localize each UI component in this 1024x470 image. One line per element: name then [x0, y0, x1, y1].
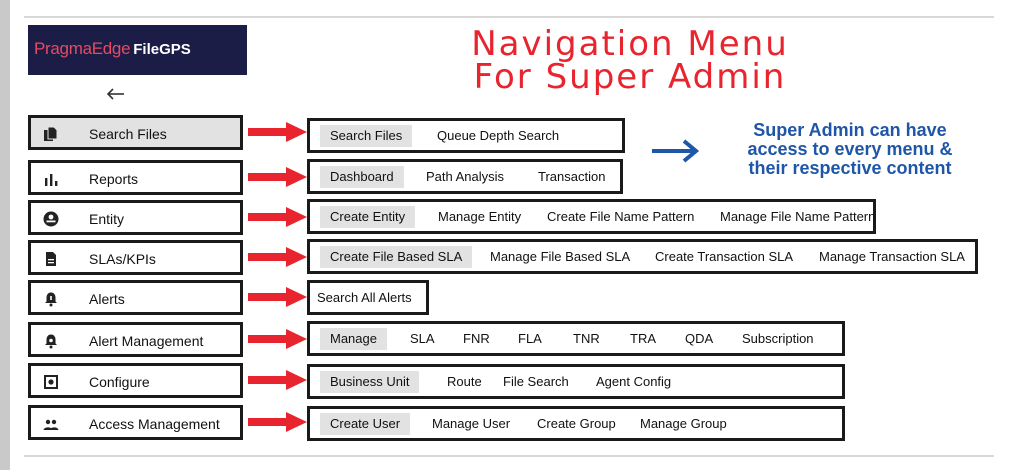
- menu-chip[interactable]: Search All Alerts: [317, 290, 412, 305]
- file-copy-icon: [44, 126, 58, 141]
- menu-chip[interactable]: Manage Group: [640, 416, 727, 431]
- sidebar-item-label: Alerts: [89, 291, 125, 307]
- menu-chip[interactable]: TRA: [630, 331, 656, 346]
- menu-chip[interactable]: Subscription: [742, 331, 814, 346]
- menu-chip[interactable]: TNR: [573, 331, 600, 346]
- right-arrow-icon: [652, 139, 700, 163]
- red-arrow-icon: [248, 287, 307, 307]
- group-icon: [43, 419, 59, 430]
- menu-chip[interactable]: Route: [447, 374, 482, 389]
- super-admin-note: Super Admin can have access to every men…: [705, 121, 995, 178]
- sidebar-item-label: Entity: [89, 211, 125, 227]
- menu-chip[interactable]: QDA: [685, 331, 714, 346]
- sidebar-item-alert-management[interactable]: Alert Management: [28, 322, 243, 357]
- red-arrow-icon: [248, 329, 307, 349]
- red-arrow-icon: [248, 207, 307, 227]
- menu-chip[interactable]: Path Analysis: [426, 169, 505, 184]
- bottom-divider: [24, 455, 994, 457]
- page-title: Navigation Menu For Super Admin: [380, 24, 880, 97]
- menu-chip[interactable]: Create Group: [537, 416, 616, 431]
- left-arrow-icon[interactable]: [100, 83, 130, 105]
- sidebar-item-search-files[interactable]: Search Files: [28, 115, 243, 150]
- sidebar-item-entity[interactable]: Entity: [28, 200, 243, 235]
- menu-chip[interactable]: Create Transaction SLA: [655, 249, 794, 264]
- menu-chip[interactable]: FLA: [518, 331, 542, 346]
- user-circle-icon: [43, 211, 59, 227]
- document-icon: [46, 252, 56, 266]
- sidebar-item-configure[interactable]: Configure: [28, 363, 243, 398]
- submenu-slas-kpis: Create File Based SLA Manage File Based …: [307, 239, 978, 274]
- menu-chip[interactable]: Create File Based SLA: [320, 246, 473, 268]
- submenu-entity: Create Entity Manage Entity Create File …: [307, 199, 876, 234]
- sidebar-item-label: Alert Management: [89, 333, 204, 349]
- menu-chip[interactable]: Manage: [320, 328, 387, 350]
- note-line-3: their respective content: [748, 158, 952, 178]
- menu-chip[interactable]: SLA: [410, 331, 435, 346]
- red-arrow-icon: [248, 167, 307, 187]
- red-arrow-icon: [248, 370, 307, 390]
- title-line-1: Navigation Menu: [471, 24, 789, 64]
- menu-chip[interactable]: Create File Name Pattern: [547, 209, 695, 224]
- menu-chip[interactable]: Dashboard: [320, 166, 404, 188]
- menu-chip[interactable]: Agent Config: [596, 374, 672, 389]
- submenu-search-files: Search Files Queue Depth Search: [307, 118, 625, 153]
- sidebar-item-alerts[interactable]: Alerts: [28, 280, 243, 315]
- menu-chip[interactable]: Transaction: [538, 169, 606, 184]
- red-arrow-icon: [248, 122, 307, 142]
- submenu-reports: Dashboard Path Analysis Transaction: [307, 159, 623, 194]
- menu-chip[interactable]: Create Entity: [320, 206, 416, 228]
- sidebar-item-slas-kpis[interactable]: SLAs/KPIs: [28, 240, 243, 275]
- sidebar-item-access-management[interactable]: Access Management: [28, 405, 243, 440]
- brand-name: PragmaEdge: [34, 39, 131, 58]
- note-line-1: Super Admin can have: [753, 120, 947, 140]
- brand-product: FileGPS: [133, 41, 191, 58]
- menu-chip[interactable]: Manage Entity: [438, 209, 522, 224]
- bar-chart-icon: [45, 174, 58, 186]
- left-frame-bar: [0, 0, 10, 470]
- sidebar-item-label: Access Management: [89, 416, 220, 432]
- sidebar-item-label: Search Files: [89, 126, 167, 142]
- menu-chip[interactable]: Manage File Based SLA: [490, 249, 631, 264]
- menu-chip[interactable]: Search Files: [320, 125, 413, 147]
- menu-chip[interactable]: Create User: [320, 413, 411, 435]
- menu-chip[interactable]: Manage Transaction SLA: [819, 249, 965, 264]
- settings-box-icon: [44, 375, 58, 389]
- menu-chip[interactable]: FNR: [463, 331, 490, 346]
- menu-chip[interactable]: Manage File Name Pattern: [720, 209, 876, 224]
- menu-chip[interactable]: Business Unit: [320, 371, 420, 393]
- note-line-2: access to every menu &: [747, 139, 953, 159]
- sidebar-item-label: SLAs/KPIs: [89, 251, 156, 267]
- submenu-configure: Business Unit Route File Search Agent Co…: [307, 364, 845, 399]
- menu-chip[interactable]: Queue Depth Search: [437, 128, 560, 143]
- title-line-2: For Super Admin: [473, 57, 787, 97]
- sidebar-item-label: Configure: [89, 374, 150, 390]
- menu-chip[interactable]: Manage User: [432, 416, 511, 431]
- bell-icon: [45, 292, 57, 307]
- submenu-alerts: Search All Alerts: [307, 280, 429, 315]
- red-arrow-icon: [248, 412, 307, 432]
- menu-chip[interactable]: File Search: [503, 374, 569, 389]
- bell-settings-icon: [45, 334, 57, 349]
- red-arrow-icon: [248, 247, 307, 267]
- sidebar-item-label: Reports: [89, 171, 139, 187]
- top-divider: [24, 16, 994, 18]
- submenu-access-management: Create User Manage User Create Group Man…: [307, 406, 845, 441]
- sidebar-item-reports[interactable]: Reports: [28, 160, 243, 195]
- submenu-alert-management: Manage SLA FNR FLA TNR TRA QDA Subscript…: [307, 321, 845, 356]
